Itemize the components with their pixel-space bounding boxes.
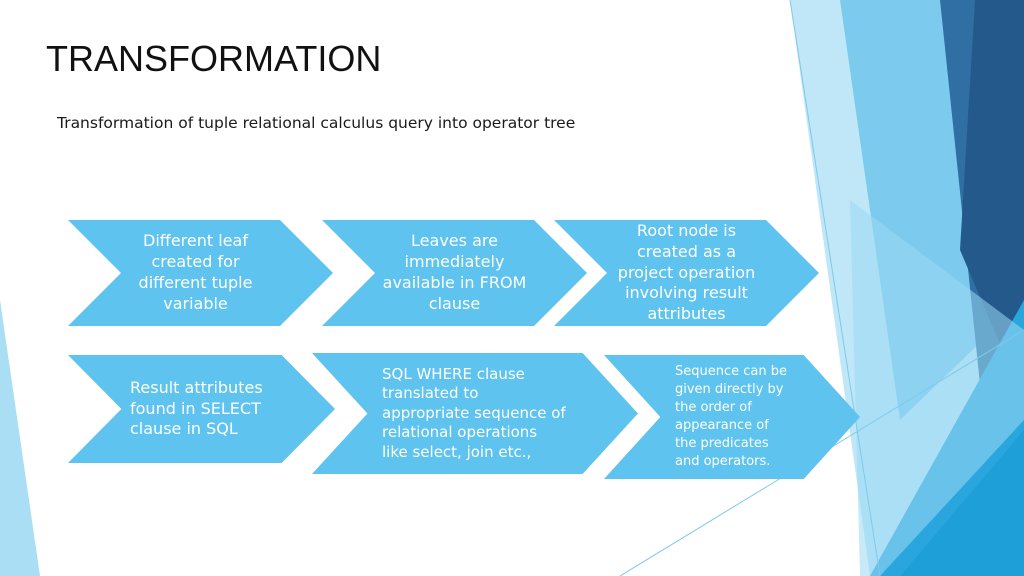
left-accent-sliver [0, 300, 40, 576]
step-chevron-6: Sequence can be given directly by the or… [604, 355, 860, 479]
step-text: Root node is created as a project operat… [617, 221, 756, 324]
step-text: Result attributes found in SELECT clause… [130, 377, 263, 439]
step-text: SQL WHERE clause translated to appropria… [382, 364, 566, 461]
step-chevron-4: Result attributes found in SELECT clause… [68, 355, 335, 463]
slide-title: TRANSFORMATION [46, 38, 382, 79]
translucent-shard [850, 200, 1024, 576]
right-dark-band [960, 0, 1024, 400]
step-text: Leaves are immediately available in FROM… [382, 231, 527, 313]
step-chevron-3: Root node is created as a project operat… [554, 220, 819, 326]
step-chevron-5: SQL WHERE clause translated to appropria… [312, 353, 638, 474]
step-text: Sequence can be given directly by the or… [675, 364, 787, 469]
thin-line-1 [789, 0, 881, 576]
step-text: Different leaf created for different tup… [138, 231, 253, 313]
lower-bright-wedge [900, 430, 1024, 576]
slide-subtitle: Transformation of tuple relational calcu… [57, 114, 576, 132]
step-chevron-2: Leaves are immediately available in FROM… [322, 220, 587, 326]
